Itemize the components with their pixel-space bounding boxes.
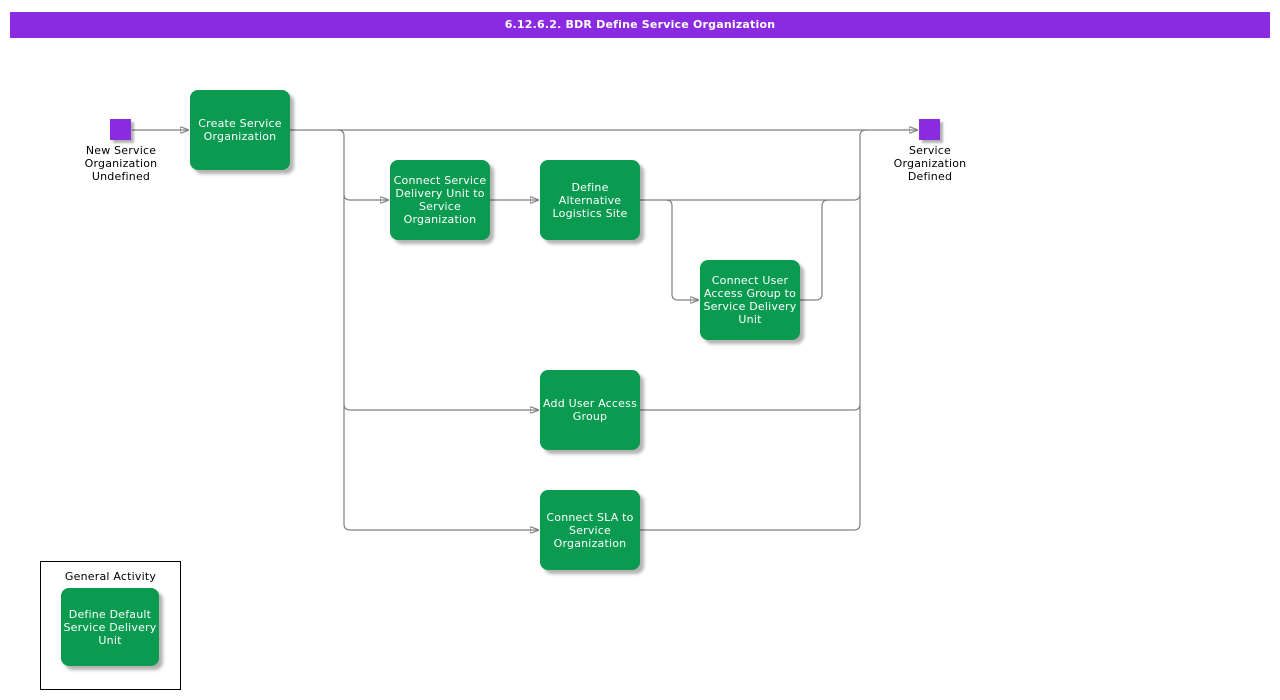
edge-branch-to-add-uag [343, 403, 539, 410]
edge-merge-vertical [859, 129, 867, 524]
end-event-node [919, 119, 940, 140]
edge-branch-to-connect-sla [337, 129, 539, 530]
edge-sla-to-merge [640, 523, 861, 531]
end-event-label: Service Organization Defined [893, 144, 967, 183]
start-event-node [110, 119, 131, 140]
title-bar: 6.12.6.2. BDR Define Service Organizatio… [10, 12, 1270, 38]
activity-connect-user-access-group-to-service-delivery-unit[interactable]: Connect User Access Group to Service Del… [700, 260, 800, 340]
activity-create-service-organization[interactable]: Create Service Organization [190, 90, 290, 170]
edge-add-uag-to-merge [640, 403, 861, 411]
diagram-title: 6.12.6.2. BDR Define Service Organizatio… [504, 18, 776, 31]
start-event-label: New Service Organization Undefined [84, 144, 158, 183]
edge-als-to-connect-uag [665, 199, 699, 300]
activity-connect-service-delivery-unit-to-service-organization[interactable]: Connect Service Delivery Unit to Service… [390, 160, 490, 240]
activity-add-user-access-group[interactable]: Add User Access Group [540, 370, 640, 450]
legend-title: General Activity [64, 570, 157, 583]
legend-sample-activity: Define Default Service Delivery Unit [61, 588, 159, 666]
edge-branch-to-connect-sdu [343, 193, 389, 200]
activity-connect-sla-to-service-organization[interactable]: Connect SLA to Service Organization [540, 490, 640, 570]
legend-box: General Activity Define Default Service … [40, 561, 181, 690]
edge-uag-return [800, 199, 829, 301]
activity-define-alternative-logistics-site[interactable]: Define Alternative Logistics Site [540, 160, 640, 240]
edge-als-to-merge [640, 193, 861, 201]
